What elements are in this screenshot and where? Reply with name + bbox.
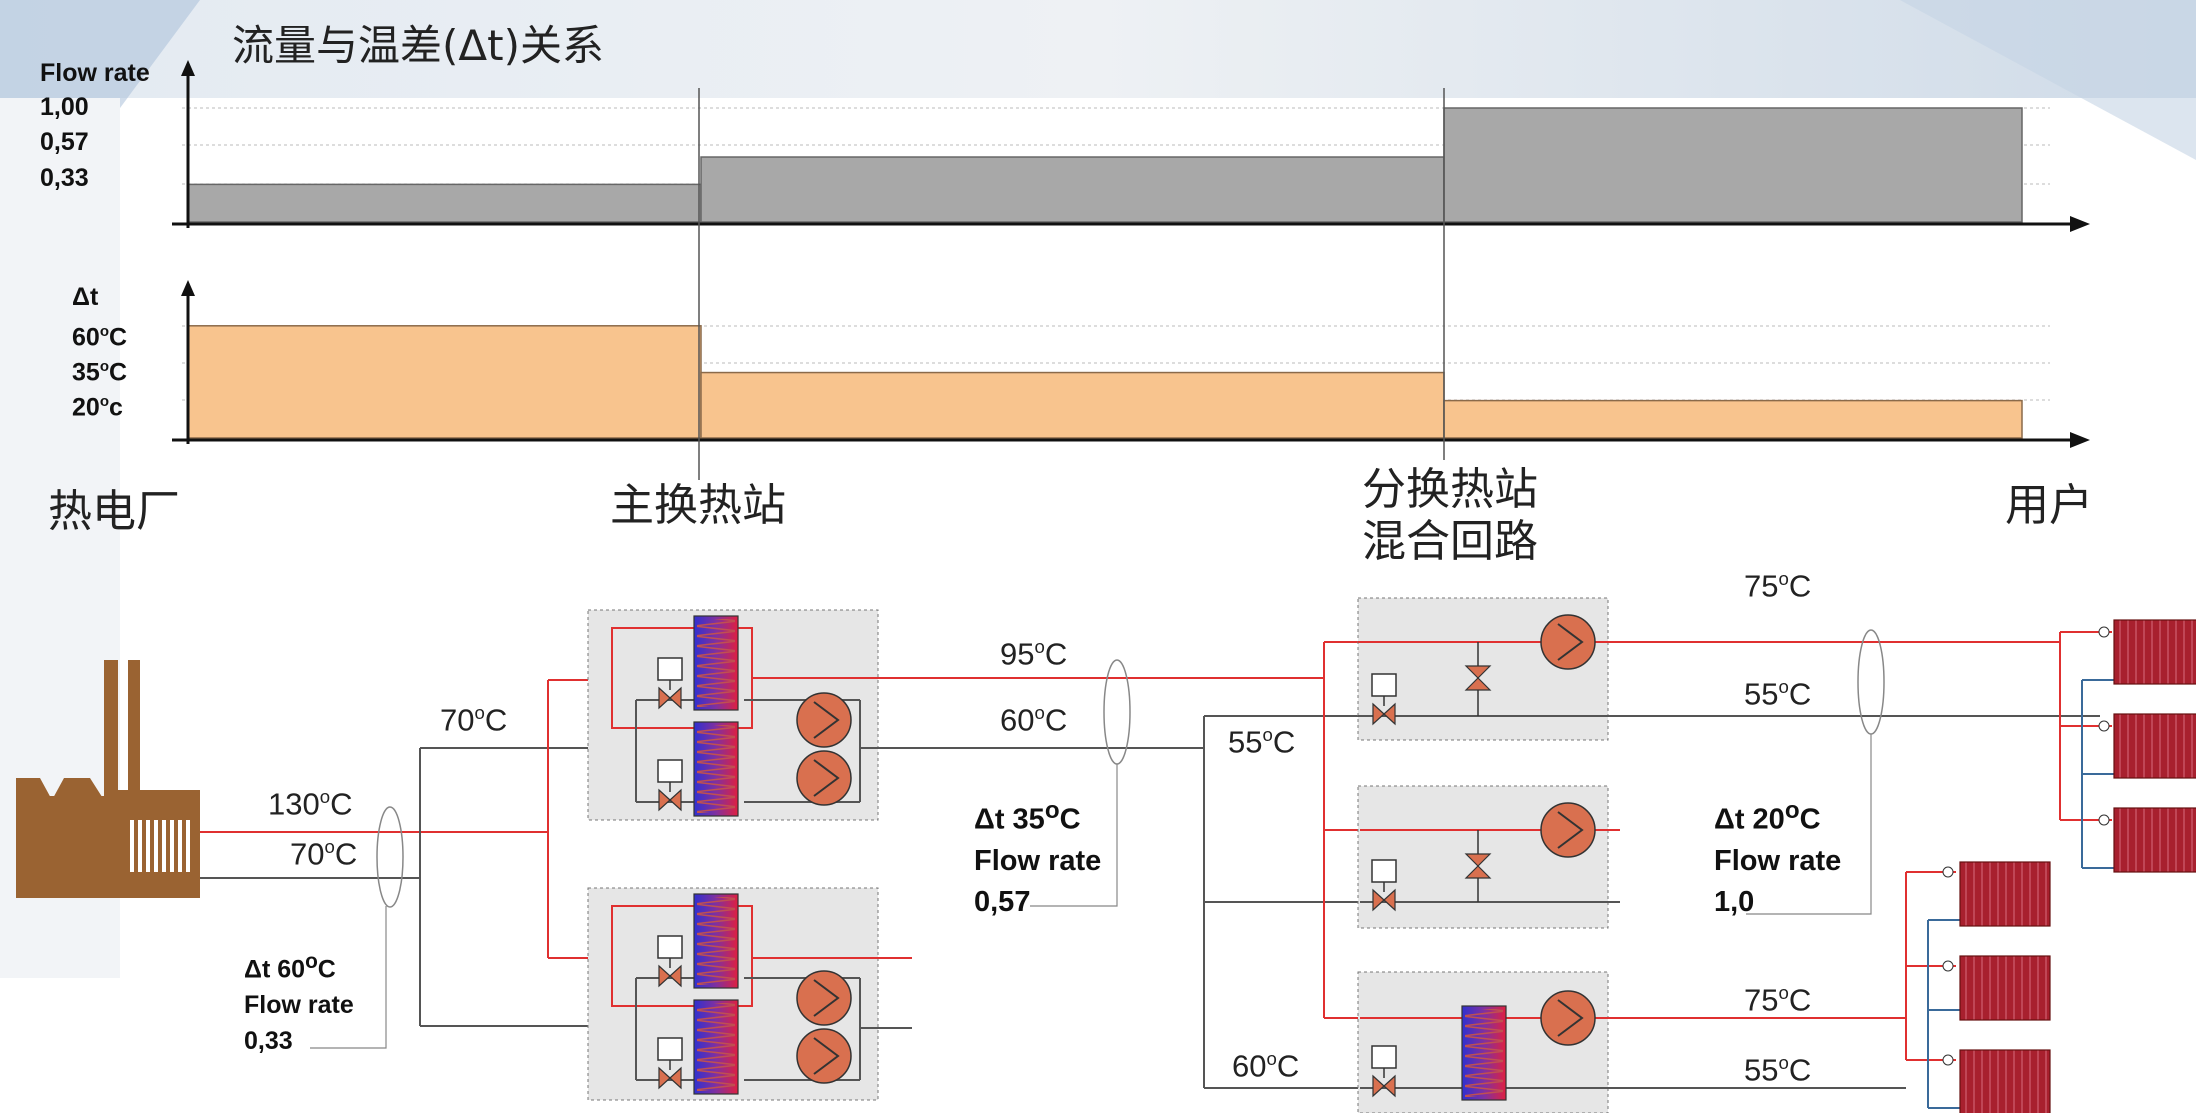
temp-label: 70oC <box>440 702 508 738</box>
flow-rate-chart <box>172 60 2090 232</box>
step-bar <box>700 156 1445 223</box>
annotation-primary: Δt 60oC Flow rate 0,33 <box>244 950 354 1056</box>
station-label-mixing: 混合回路 <box>1362 516 1538 567</box>
annotation-tertiary: Δt 20oC Flow rate 1,0 <box>1714 797 1842 918</box>
dt-tick-label: 35oC <box>72 358 128 387</box>
flow-axis-label: Flow rate <box>40 59 150 87</box>
measure-ellipse <box>376 806 404 908</box>
radiator-group-bottom <box>1905 861 2051 1113</box>
station-label-plant: 热电厂 <box>48 486 180 537</box>
temp-label: 60oC <box>1232 1048 1300 1084</box>
dt-tick-label: 20oc <box>72 393 123 422</box>
temp-label: 60oC <box>1000 702 1068 738</box>
flow-tick-label: 0,57 <box>40 128 89 156</box>
temp-label: 55oC <box>1228 724 1296 760</box>
sub-station-unit-2 <box>1357 785 1620 929</box>
temp-label: 75oC <box>1744 982 1812 1018</box>
radiator-icon <box>1959 1049 2051 1113</box>
dt-tick-label: 60oC <box>72 323 128 352</box>
factory-icon <box>16 660 200 898</box>
pump-icon <box>796 1028 852 1084</box>
step-bar <box>1443 399 2023 439</box>
pump-icon <box>1540 614 1596 670</box>
flow-tick-label: 0,33 <box>40 164 89 192</box>
step-bar <box>1443 107 2023 223</box>
station-label-user: 用户 <box>2005 480 2093 531</box>
temp-label: 70oC <box>290 836 358 872</box>
radiator-icon <box>2113 807 2196 873</box>
pump-icon <box>796 970 852 1026</box>
flow-tick-label: 1,00 <box>40 93 89 121</box>
temp-label: 95oC <box>1000 636 1068 672</box>
temp-label: 75oC <box>1744 568 1812 604</box>
radiator-group-top <box>2059 619 2196 873</box>
dt-axis-label: Δt <box>72 283 99 311</box>
pump-icon <box>796 692 852 748</box>
radiator-icon <box>2113 713 2196 779</box>
main-station-unit-1 <box>587 609 1324 821</box>
radiator-icon <box>1959 861 2051 927</box>
step-bar <box>187 183 702 223</box>
pump-icon <box>796 750 852 806</box>
page-title: 流量与温差(Δt)关系 <box>232 21 604 70</box>
delta-t-chart <box>172 280 2090 448</box>
pump-icon <box>1540 990 1596 1046</box>
step-bar <box>700 371 1445 439</box>
pump-icon <box>1540 802 1596 858</box>
step-bar <box>187 325 702 439</box>
measure-ellipse <box>1857 629 1885 735</box>
main-station-unit-2 <box>587 887 912 1101</box>
station-label-sub: 分换热站 <box>1362 464 1538 515</box>
temp-label: 55oC <box>1744 1052 1812 1088</box>
temp-label: 130oC <box>268 786 353 822</box>
station-label-main: 主换热站 <box>610 480 786 531</box>
radiator-icon <box>2113 619 2196 685</box>
sub-station-unit-1 <box>1357 597 2100 741</box>
radiator-icon <box>1959 955 2051 1021</box>
temp-label: 55oC <box>1744 676 1812 712</box>
sub-station-unit-3 <box>1357 971 1906 1113</box>
annotation-secondary: Δt 35oC Flow rate 0,57 <box>974 797 1102 918</box>
